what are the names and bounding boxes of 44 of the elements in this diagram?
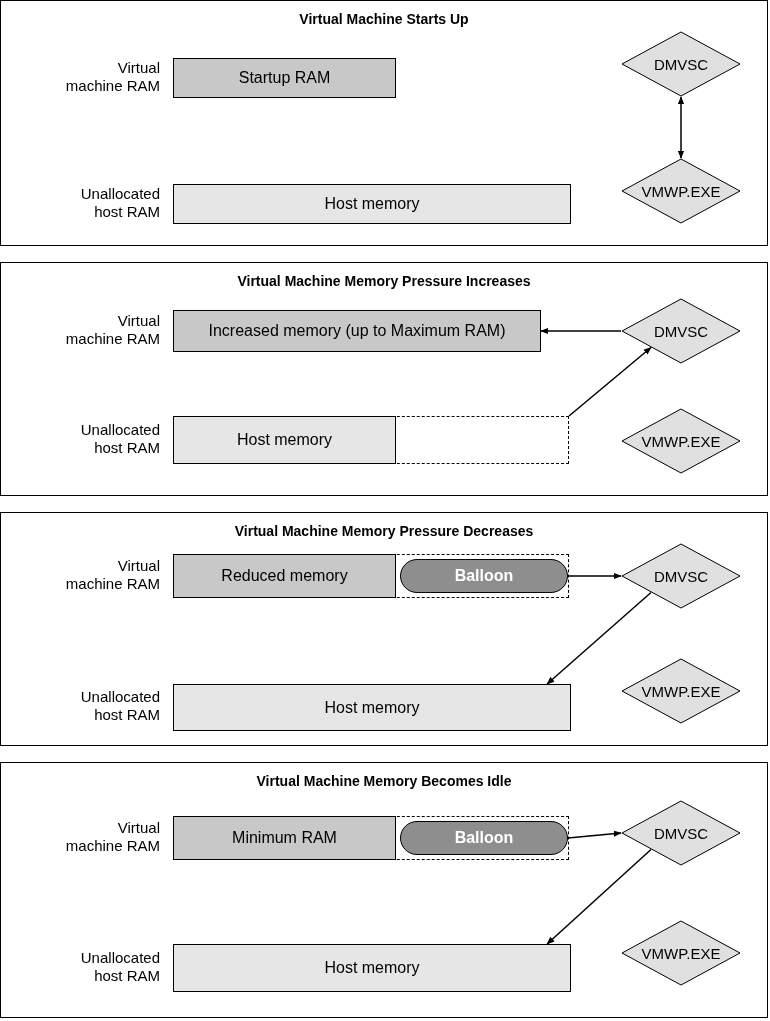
memory-block: Host memory — [173, 944, 571, 992]
diagram-panel — [0, 262, 768, 496]
row-label: Virtual machine RAM — [64, 819, 160, 855]
memory-block: Minimum RAM — [173, 816, 396, 860]
process-diamond: VMWP.EXE — [621, 408, 741, 474]
process-diamond: VMWP.EXE — [621, 920, 741, 986]
panel-title: Virtual Machine Memory Pressure Decreases — [233, 523, 535, 539]
process-diamond: VMWP.EXE — [621, 158, 741, 224]
row-label: Virtual machine RAM — [64, 59, 160, 95]
memory-block: Host memory — [173, 684, 571, 731]
process-diamond: DMVSC — [621, 298, 741, 364]
process-diamond: DMVSC — [621, 31, 741, 97]
arrow — [567, 830, 622, 839]
dashed-region — [173, 416, 569, 464]
arrow — [540, 327, 622, 335]
panel-title: Virtual Machine Starts Up — [298, 11, 470, 27]
row-label: Unallocated host RAM — [79, 949, 160, 985]
memory-block: Increased memory (up to Maximum RAM) — [173, 310, 541, 352]
diagram-panel — [0, 512, 768, 746]
dashed-region — [173, 554, 569, 598]
panel-title: Virtual Machine Memory Becomes Idle — [255, 773, 513, 789]
arrow — [677, 96, 685, 159]
process-diamond: DMVSC — [621, 543, 741, 609]
row-label: Virtual machine RAM — [64, 557, 160, 593]
diagram-panel — [0, 762, 768, 1018]
dashed-region — [173, 816, 569, 860]
panel-title: Virtual Machine Memory Pressure Increases — [236, 273, 532, 289]
arrow — [546, 591, 652, 685]
row-label: Unallocated host RAM — [79, 185, 160, 221]
arrow — [546, 848, 652, 945]
balloon-pill: Balloon — [400, 559, 568, 593]
arrow — [567, 572, 622, 580]
process-diamond: VMWP.EXE — [621, 658, 741, 724]
diagram-panel — [0, 0, 768, 246]
memory-block: Reduced memory — [173, 554, 396, 598]
row-label: Virtual machine RAM — [64, 312, 160, 348]
arrow — [568, 346, 652, 417]
row-label: Unallocated host RAM — [79, 688, 160, 724]
balloon-pill: Balloon — [400, 821, 568, 855]
memory-block: Startup RAM — [173, 58, 396, 98]
process-diamond: DMVSC — [621, 800, 741, 866]
memory-block: Host memory — [173, 184, 571, 224]
row-label: Unallocated host RAM — [79, 421, 160, 457]
memory-block: Host memory — [173, 416, 396, 464]
